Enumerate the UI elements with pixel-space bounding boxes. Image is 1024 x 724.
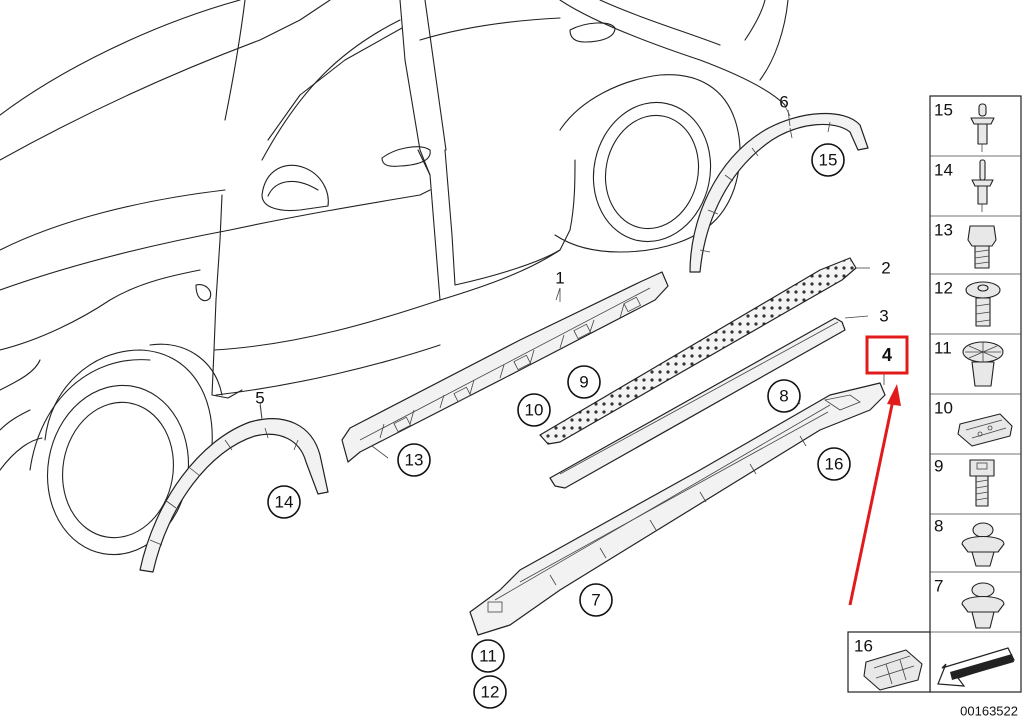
rivet-icon: [971, 159, 994, 212]
part-5-front-wheel-arch: [139, 404, 329, 573]
callout-15: 15: [811, 143, 845, 177]
label-1: 1: [555, 269, 564, 288]
label-6: 6: [779, 93, 788, 112]
svg-text:13: 13: [405, 451, 424, 470]
clip-icon: [962, 341, 1004, 387]
highlight-arrow: [848, 384, 901, 606]
label-5: 5: [255, 389, 264, 408]
callout-14: 14: [267, 485, 301, 519]
panel-label-11: 11: [934, 339, 952, 358]
panel-label-7: 7: [934, 577, 943, 596]
panel-label-13: 13: [934, 221, 953, 240]
callout-13: 13: [397, 443, 431, 477]
svg-text:11: 11: [479, 647, 497, 666]
clamp-icon: [863, 649, 923, 691]
callout-16: 16: [817, 447, 851, 481]
svg-text:8: 8: [779, 387, 788, 406]
svg-text:15: 15: [819, 151, 838, 170]
svg-text:14: 14: [275, 493, 294, 512]
panel-label-15: 15: [934, 101, 953, 120]
svg-text:9: 9: [579, 373, 588, 392]
clip-icon: [961, 582, 1005, 629]
callout-7: 7: [579, 583, 613, 617]
svg-text:4: 4: [882, 345, 892, 365]
plastic-expanding-rivet-icon: [965, 281, 1001, 327]
car-body-outline: [0, 0, 789, 556]
part-7-side-sill-panel: [469, 372, 886, 636]
highlight-box-4: 4: [865, 335, 909, 375]
part-6-rear-wheel-arch: [689, 109, 869, 273]
rivet-icon: [970, 103, 995, 152]
hex-bolt-icon: [967, 225, 997, 269]
document-number: 00163522: [960, 704, 1018, 719]
panel-label-14: 14: [934, 161, 953, 180]
panel-label-8: 8: [934, 517, 943, 536]
callout-8: 8: [767, 379, 801, 413]
callout-12: 12: [473, 675, 507, 709]
panel-label-16: 16: [854, 637, 873, 656]
clip-icon: [961, 522, 1005, 567]
svg-text:10: 10: [525, 401, 544, 420]
part-1-support-bracket: [341, 271, 669, 463]
part-3-trim-strip: [549, 315, 869, 489]
panel-label-12: 12: [934, 279, 953, 298]
clamp-icon: [957, 413, 1013, 447]
callout-9: 9: [567, 365, 601, 399]
part-2-running-board: [539, 257, 870, 445]
svg-text:16: 16: [825, 455, 844, 474]
label-3: 3: [879, 307, 888, 326]
panel-label-10: 10: [934, 399, 953, 418]
svg-text:12: 12: [481, 683, 500, 702]
callout-10: 10: [517, 393, 551, 427]
callout-11: 11: [471, 639, 505, 673]
label-2: 2: [881, 259, 890, 278]
parts-panel: 15 14 13 12 11 10 9 8 7 16: [847, 95, 1022, 693]
direction-arrow-icon: [937, 647, 1015, 687]
leader-lines: [259, 103, 801, 419]
svg-text:7: 7: [591, 591, 600, 610]
screw-icon: [969, 459, 995, 507]
panel-label-9: 9: [934, 457, 943, 476]
